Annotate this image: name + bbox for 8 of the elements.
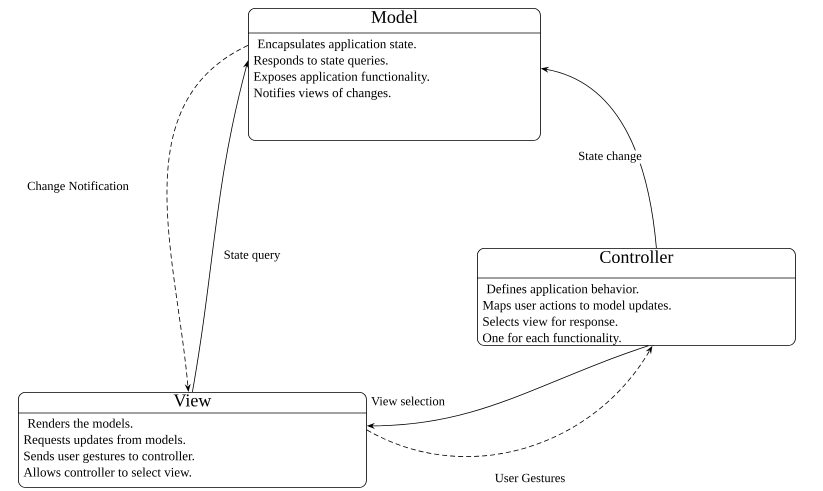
edge-label: Change Notification	[26, 180, 130, 194]
class-box: Controller Defines application behavior. Maps user actions to model updates. Selects view for response. One for each functionality.	[476, 248, 796, 346]
edge-label: User Gestures	[494, 472, 566, 484]
class-box: View Renders the models. Requests updates from models. Sends user gestures to controller. Allows controller to select view.	[18, 392, 368, 488]
class-box: Model Encapsulates application state. Responds to state queries. Exposes application functionality. Notifies views of changes.	[248, 8, 542, 141]
edge-label: State change	[577, 150, 643, 164]
edge-label: State query	[222, 250, 282, 262]
edge-label: View selection	[370, 396, 446, 406]
